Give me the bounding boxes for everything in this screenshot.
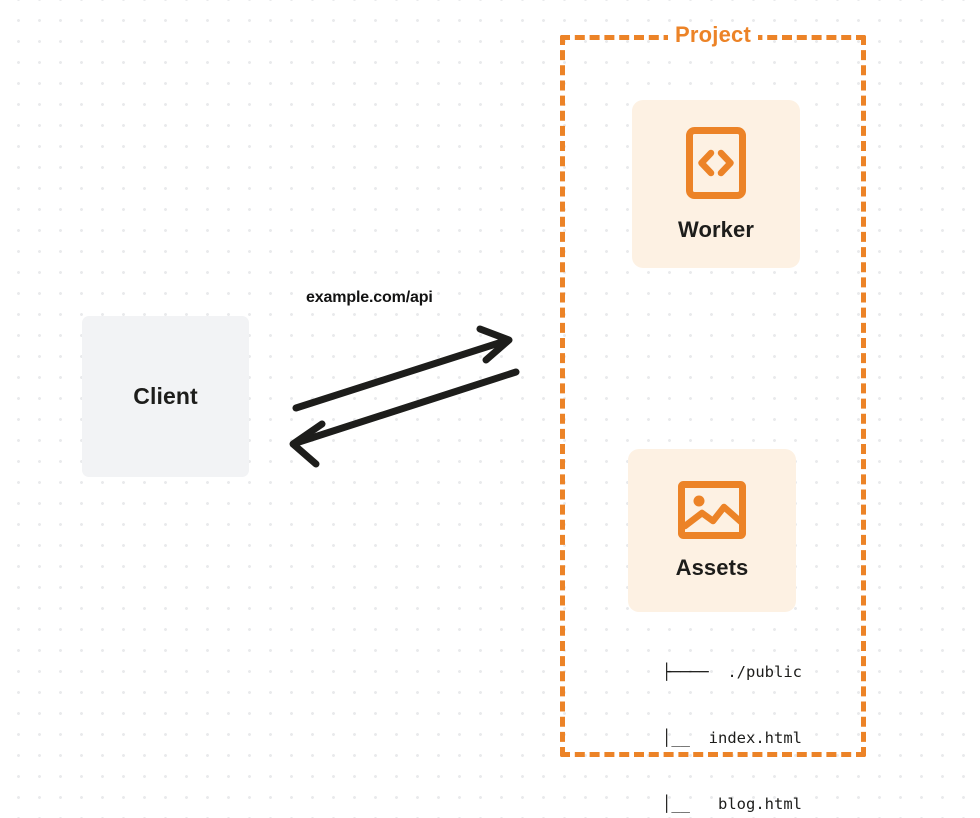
client-node-label: Client (133, 383, 198, 409)
file-tree-row: ├──── ./public (662, 663, 802, 681)
response-arrow (289, 368, 520, 468)
request-arrow (292, 325, 513, 412)
assets-file-tree: ├──── ./public │__ index.html │__ blog.h… (606, 617, 802, 818)
connector-label: example.com/api (306, 289, 433, 306)
worker-card[interactable]: Worker (632, 100, 800, 268)
image-photo-icon (677, 480, 747, 540)
assets-card-label: Assets (675, 555, 749, 580)
file-tree-row: │__ blog.html (634, 795, 802, 813)
client-node[interactable]: Client (82, 316, 249, 477)
code-brackets-icon (685, 126, 747, 200)
project-title: Project (668, 22, 758, 48)
file-tree-row: │__ index.html (634, 729, 802, 747)
assets-card[interactable]: Assets (628, 449, 796, 612)
project-container: Project (560, 22, 866, 757)
worker-card-label: Worker (678, 216, 754, 242)
